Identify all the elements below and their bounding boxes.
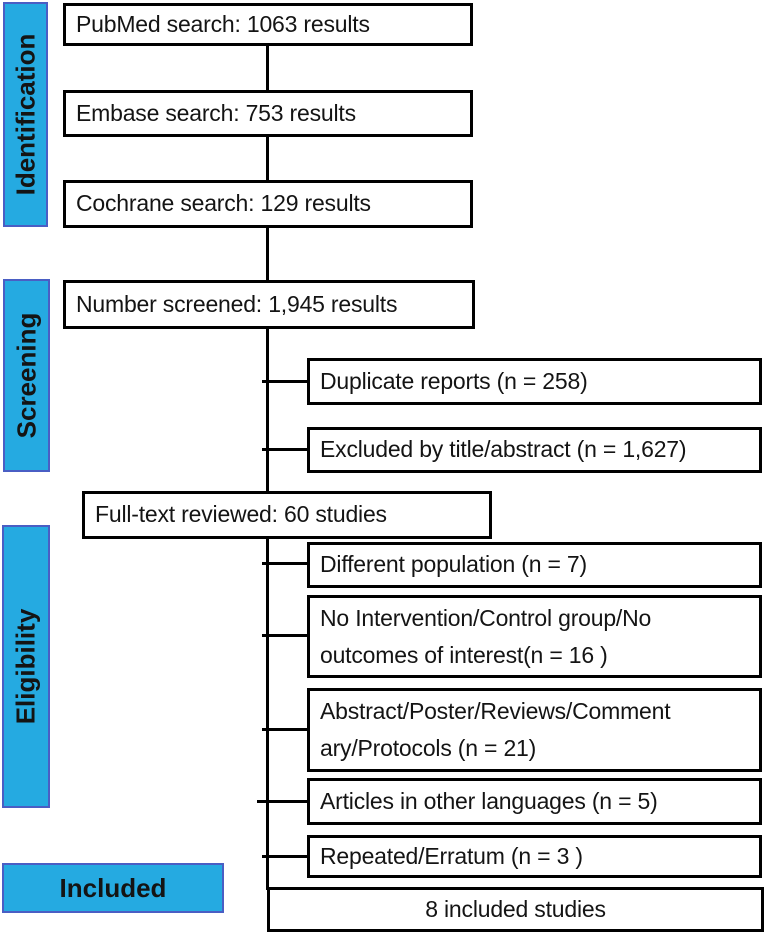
stage-label-identification: Identification — [3, 2, 48, 227]
box-number-screened: Number screened: 1,945 results — [63, 280, 475, 329]
box-other-languages-label: Articles in other languages (n = 5) — [320, 787, 658, 814]
flow-connector-tick-abstract-poster — [262, 728, 310, 731]
flow-connector-tick-repeated — [262, 855, 310, 858]
box-repeated-erratum-label: Repeated/Erratum (n = 3 ) — [320, 842, 583, 869]
stage-label-screening: Screening — [3, 279, 50, 472]
stage-label-identification-text: Identification — [10, 33, 40, 196]
box-cochrane-search-label: Cochrane search: 129 results — [76, 190, 371, 217]
box-included-studies-label: 8 included studies — [425, 895, 606, 922]
box-excluded-title-abstract: Excluded by title/abstract (n = 1,627) — [307, 427, 762, 473]
box-fulltext-reviewed: Full-text reviewed: 60 studies — [82, 491, 492, 539]
stage-label-eligibility: Eligibility — [2, 525, 50, 808]
box-no-intervention: No Intervention/Control group/No outcome… — [307, 595, 762, 678]
box-different-population: Different population (n = 7) — [307, 542, 762, 588]
flow-connector-tick-excluded — [262, 448, 310, 451]
box-different-population-label: Different population (n = 7) — [320, 551, 587, 578]
stage-label-included: Included — [2, 863, 224, 913]
box-number-screened-label: Number screened: 1,945 results — [76, 290, 398, 317]
flow-connector-tick-duplicate — [262, 380, 310, 383]
box-abstract-poster: Abstract/Poster/Reviews/Comment ary/Prot… — [307, 688, 762, 772]
box-repeated-erratum: Repeated/Erratum (n = 3 ) — [307, 835, 762, 878]
flow-connector-spine — [266, 24, 269, 890]
flow-connector-tick-no-intervention — [262, 634, 310, 637]
box-pubmed-search-label: PubMed search: 1063 results — [76, 10, 370, 37]
box-excluded-title-abstract-label: Excluded by title/abstract (n = 1,627) — [320, 436, 687, 463]
box-cochrane-search: Cochrane search: 129 results — [63, 180, 473, 228]
box-duplicate-reports-label: Duplicate reports (n = 258) — [320, 367, 588, 394]
box-other-languages: Articles in other languages (n = 5) — [307, 778, 762, 825]
stage-label-screening-text: Screening — [11, 312, 41, 439]
box-duplicate-reports: Duplicate reports (n = 258) — [307, 358, 762, 405]
box-pubmed-search: PubMed search: 1063 results — [63, 3, 473, 46]
stage-label-included-text: Included — [59, 872, 167, 903]
box-included-studies: 8 included studies — [267, 887, 764, 932]
flow-connector-tick-other-languages — [257, 800, 310, 803]
box-abstract-poster-label: Abstract/Poster/Reviews/Comment ary/Prot… — [320, 698, 671, 761]
stage-label-eligibility-text: Eligibility — [10, 608, 41, 725]
box-fulltext-reviewed-label: Full-text reviewed: 60 studies — [95, 501, 387, 528]
box-embase-search: Embase search: 753 results — [63, 90, 473, 137]
flow-connector-tick-different-population — [262, 562, 310, 565]
box-no-intervention-label: No Intervention/Control group/No outcome… — [320, 604, 652, 668]
box-embase-search-label: Embase search: 753 results — [76, 99, 356, 126]
